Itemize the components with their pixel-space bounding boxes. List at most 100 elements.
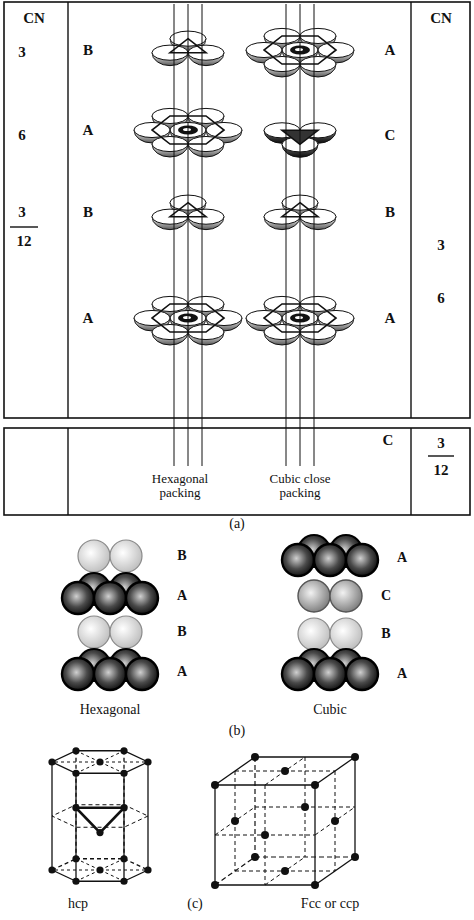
atom [251,853,259,861]
packing-name: Cubic [313,702,346,717]
sphere [110,616,142,648]
sphere [314,544,346,576]
sphere [282,544,314,576]
sphere [298,618,330,650]
layer-letter: B [385,204,395,221]
sphere [126,582,158,614]
coordination-number: 6 [437,290,445,307]
prism-edge [51,762,52,870]
panel-label: (b) [229,723,245,738]
layer-letter: A [385,310,396,327]
layer-letter: B [177,548,186,563]
sphere [188,136,224,157]
side-layer [62,573,158,614]
hexagon-edge [52,870,76,881]
hcp-cell [48,747,151,885]
side-layer [78,540,142,572]
sphere [126,658,158,690]
atom [301,803,309,811]
layer-letter: A [397,666,407,681]
column-divider [67,428,68,515]
sphere [264,56,300,77]
sphere [152,136,188,157]
atom [96,758,103,765]
side-layer [78,616,142,648]
atom [72,804,79,811]
atom [144,758,151,765]
layer-letter: B [381,626,390,641]
atom [120,770,127,777]
side-layer [298,580,362,612]
layer-letter: A [177,588,187,603]
side-layer [298,618,362,650]
atom [331,817,339,825]
atom [231,817,239,825]
layer-letter: A [385,42,396,59]
panel-label: (c) [187,896,203,911]
column-divider [410,2,411,418]
atom [281,767,289,775]
sphere [346,544,378,576]
center-atom-highlight [183,316,191,319]
atom [211,881,219,889]
atom [121,804,128,811]
atom [251,753,259,761]
sphere [314,658,346,690]
structure-name: Fcc or ccp [301,896,359,911]
panel-a-frame [4,2,470,515]
atom [72,770,79,777]
column-heading: CN [430,10,452,27]
sphere [188,324,224,345]
center-atom-highlight [183,128,191,131]
cell-line [76,751,100,762]
atom [96,866,103,873]
sphere [188,45,224,66]
hexagon-edge [76,881,124,882]
cell-line [100,751,124,762]
panel-label: (a) [229,516,245,531]
atom [281,867,289,875]
cell-line [52,870,100,871]
prism-edge [147,762,148,870]
hexagon-face [52,751,148,774]
cell-line [76,859,100,870]
column-divider [410,428,411,515]
sphere [346,658,378,690]
layer-letter: A [83,122,94,139]
atom [72,878,79,885]
packing-name: Hexagonal packing [137,472,223,501]
sphere [264,324,300,345]
atom [120,878,127,885]
coordination-number: 3 [18,204,26,221]
sphere [330,618,362,650]
atom [311,781,319,789]
stacking-axis [300,4,301,466]
fcc-cell [211,753,359,889]
packing-name: Cubic close packing [257,472,343,501]
middle-triangle [76,808,124,833]
stacking-axis [202,4,203,466]
atom [351,853,359,861]
layer-letter: C [381,588,391,603]
column-heading: CN [23,10,45,27]
sphere [264,209,300,230]
coordination-number: 6 [18,127,26,144]
hexagon-edge [76,858,124,859]
atom [120,747,127,754]
center-atom-highlight [295,48,303,51]
coordination-number: 3 [18,44,26,61]
sphere [152,324,188,345]
atom [48,758,55,765]
sphere [300,209,336,230]
atom [351,753,359,761]
stacking-axis [314,4,315,466]
side-layer [62,649,158,690]
sum-rule [428,455,454,456]
sphere [78,540,110,572]
sphere [298,580,330,612]
cell-line [76,762,100,773]
layer-letter: A [83,310,94,327]
atom [72,855,79,862]
structure-name: hcp [68,896,88,911]
